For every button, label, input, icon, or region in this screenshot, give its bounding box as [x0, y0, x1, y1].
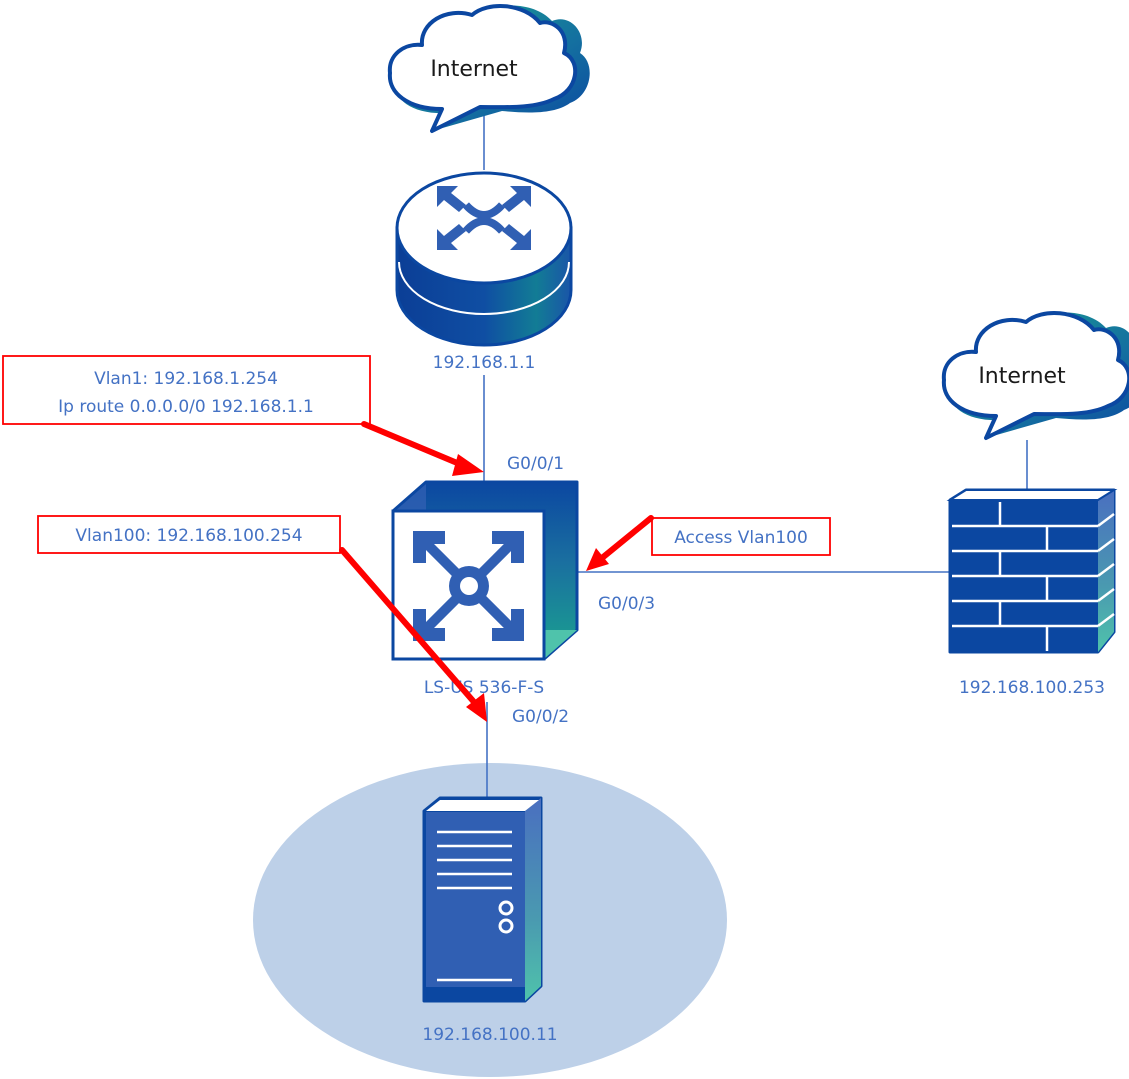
internet-cloud-right: Internet: [941, 311, 1129, 440]
cloud-label: Internet: [978, 364, 1066, 389]
layer3-switch: LS-US 536-F-S: [391, 480, 579, 698]
server-vents-icon: [437, 830, 512, 982]
arrowhead-icon: [466, 693, 487, 722]
callout-vlan100-line1: Vlan100: 192.168.100.254: [75, 526, 302, 546]
switch-highlight: [544, 630, 577, 659]
callout-vlan1: Vlan1: 192.168.1.254 Ip route 0.0.0.0/0 …: [2, 355, 484, 476]
callout-vlan1-line2: Ip route 0.0.0.0/0 192.168.1.1: [58, 397, 314, 417]
server-ip-label: 192.168.100.11: [422, 1025, 557, 1045]
callout-vlan1-line1: Vlan1: 192.168.1.254: [94, 369, 278, 389]
firewall-body: [948, 488, 1116, 654]
server-side: [525, 798, 541, 1001]
callout-vlan100: Vlan100: 192.168.100.254: [37, 515, 487, 722]
callout-arrow: [599, 515, 654, 561]
router: 192.168.1.1: [395, 171, 573, 373]
callout-arrow: [339, 547, 477, 705]
router-ring: [398, 261, 570, 315]
router-top: [395, 171, 573, 285]
internet-cloud-top: Internet: [387, 4, 590, 133]
server-led-icon: [498, 900, 514, 916]
arrowhead-icon: [452, 454, 484, 476]
firewall-top: [946, 489, 1118, 501]
server: 192.168.100.11: [422, 796, 558, 1045]
server-front: [426, 812, 525, 987]
firewall: 192.168.100.253: [946, 488, 1118, 698]
router-ip-label: 192.168.1.1: [433, 353, 536, 373]
port-label-g002: G0/0/2: [512, 707, 569, 727]
callout-box: [37, 515, 341, 554]
router-arrows-icon: [437, 186, 531, 250]
arrowhead-icon: [586, 548, 609, 571]
switch-bevel: [395, 484, 426, 511]
server-led-icon: [498, 918, 514, 934]
links: [483, 112, 1028, 798]
callout-arrow: [361, 421, 465, 468]
callout-box: [2, 355, 371, 425]
callout-access-line1: Access Vlan100: [674, 528, 808, 548]
callout-access-vlan100: Access Vlan100: [586, 515, 831, 571]
port-label-g003: G0/0/3: [598, 594, 655, 614]
switch-arrows-icon: [413, 531, 524, 641]
firewall-bricks-icon: [952, 502, 1115, 651]
cloud-label: Internet: [430, 57, 518, 82]
cloud-icon: [387, 4, 578, 133]
firewall-ip-label: 192.168.100.253: [959, 678, 1105, 698]
cloud-icon: [941, 311, 1129, 440]
server-top: [426, 800, 539, 811]
port-label-g001: G0/0/1: [507, 454, 564, 474]
callout-box: [651, 517, 831, 556]
